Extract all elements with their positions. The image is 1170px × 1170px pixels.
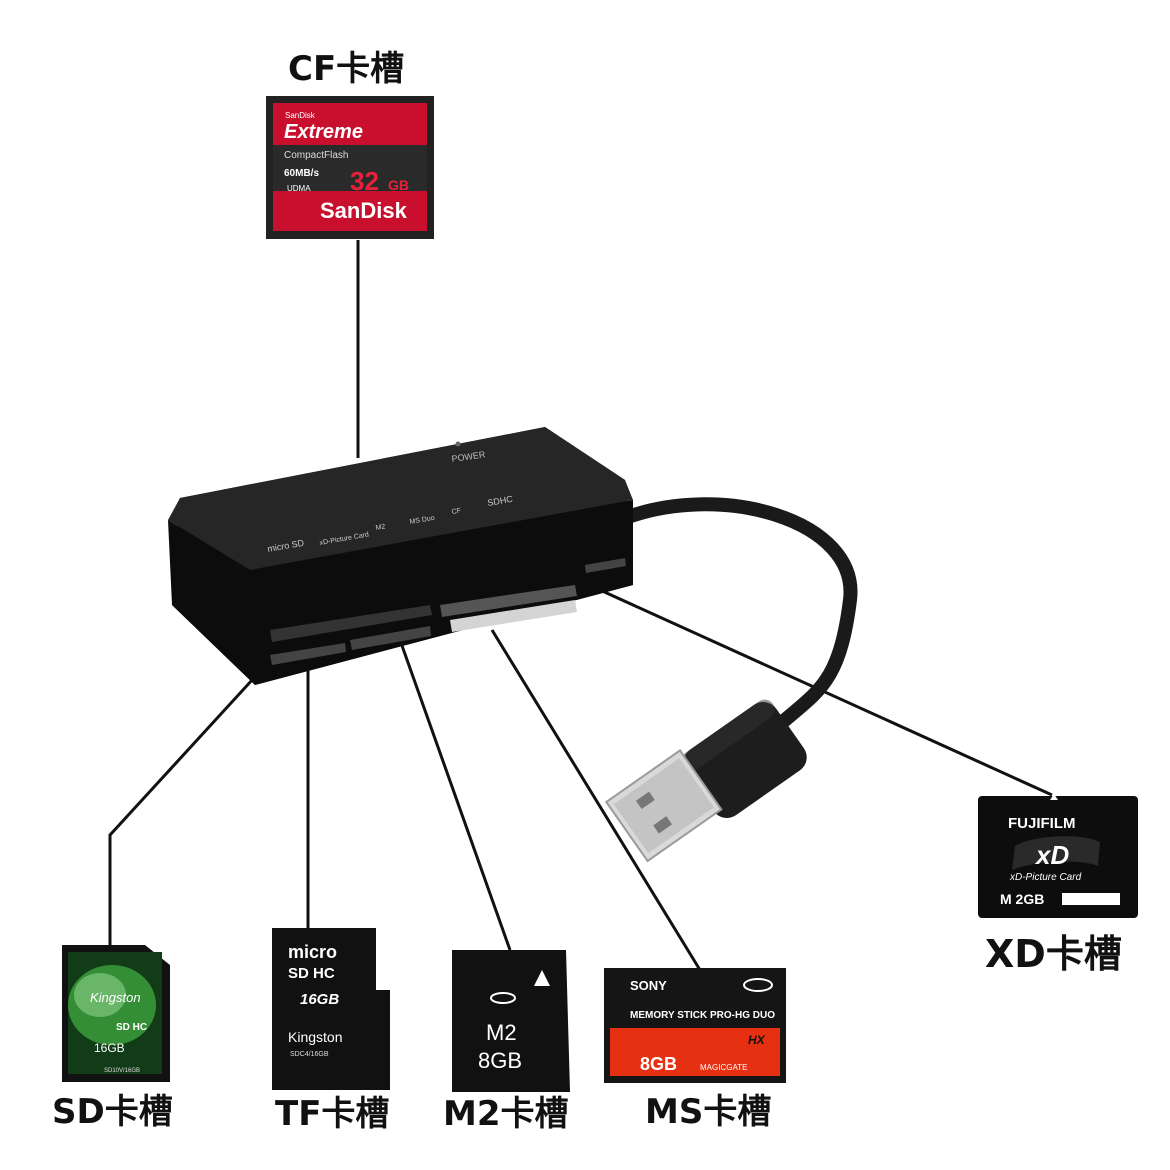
ms-product: MEMORY STICK PRO-HG DUO [630, 1010, 775, 1021]
cf-capacity: 32 [350, 166, 379, 196]
cf-speed: 60MB/s [284, 168, 319, 179]
xd-slot-label: XD卡槽 [985, 932, 1122, 976]
cf-unit: GB [388, 177, 409, 193]
m2-slot-label: M2卡槽 [443, 1094, 569, 1134]
connector-lines [108, 240, 1053, 971]
cf-brand-small: SanDisk [285, 111, 316, 120]
xd-logo: xD [1034, 840, 1069, 870]
tf-slot-label: TF卡槽 [275, 1094, 390, 1134]
xd-model: M 2GB [1000, 891, 1044, 907]
ms-connector-line [490, 629, 702, 971]
xd-subtitle: xD-Picture Card [1009, 872, 1082, 883]
xd-connector-line [599, 588, 1053, 797]
tf-card [272, 928, 390, 1090]
sd-brand: Kingston [90, 990, 141, 1005]
cf-udma: UDMA [287, 184, 311, 193]
ms-hx: HX [748, 1033, 766, 1047]
tf-model: SDC4/16GB [290, 1051, 329, 1058]
card-reader-body [168, 427, 633, 685]
cf-brand: SanDisk [320, 198, 408, 223]
reader-logo-msduo: MS Duo [409, 515, 435, 526]
ms-gate: MAGICGATE [700, 1063, 747, 1072]
power-label: POWER [451, 449, 487, 464]
cf-slot-label: CF卡槽 [288, 49, 405, 89]
sd-slot-label: SD卡槽 [52, 1092, 173, 1132]
tf-line1: micro [288, 942, 337, 962]
m2-capacity: 8GB [478, 1048, 522, 1073]
cf-type: CompactFlash [284, 150, 348, 161]
ms-card [604, 968, 786, 1083]
m2-line1: M2 [486, 1020, 517, 1045]
sd-model: SD10V/16GB [104, 1068, 140, 1074]
xd-brand: FUJIFILM [1008, 815, 1076, 832]
sd-capacity: 16GB [94, 1041, 125, 1055]
xd-card [978, 794, 1138, 918]
reader-logo-cf: CF [451, 507, 461, 516]
reader-logo-sdhc: SDHC [487, 494, 514, 508]
cf-product: Extreme [284, 121, 363, 143]
sd-type: SD HC [116, 1022, 147, 1033]
tf-brand: Kingston [288, 1029, 342, 1045]
ms-brand: SONY [630, 978, 667, 993]
usb-cable [604, 497, 858, 863]
tf-capacity: 16GB [300, 991, 339, 1008]
cf-card [266, 96, 434, 239]
m2-connector-line [398, 639, 512, 951]
sd-connector-line [108, 653, 277, 945]
m2-card [452, 950, 570, 1092]
usb-plug-icon [604, 749, 723, 863]
ms-slot-label: MS卡槽 [645, 1092, 772, 1132]
reader-logo-m2: M2 [375, 523, 386, 532]
tf-line2: SD HC [288, 965, 335, 982]
sd-card [62, 945, 170, 1082]
ms-capacity: 8GB [640, 1054, 677, 1074]
